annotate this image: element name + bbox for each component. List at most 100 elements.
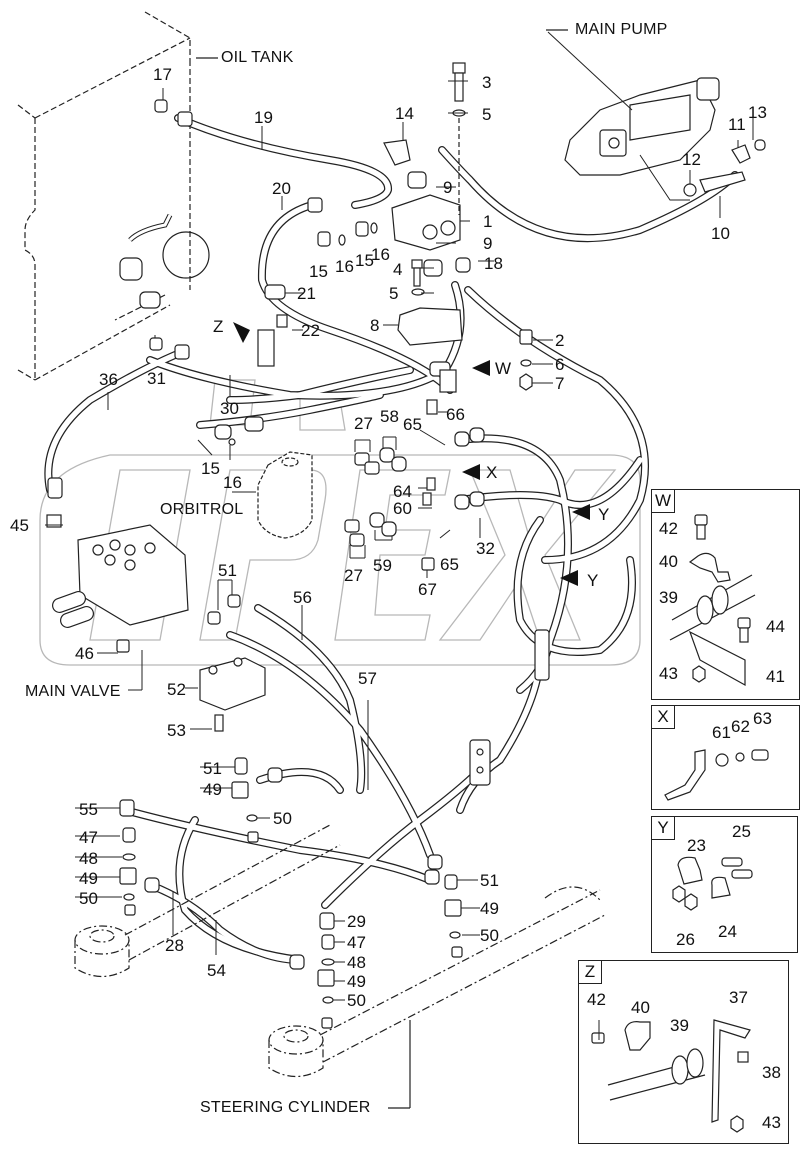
callout-66: 66 — [446, 405, 465, 424]
inset-y-part-25: 25 — [732, 822, 751, 841]
callout-49d: 49 — [347, 972, 366, 991]
callout-58: 58 — [380, 407, 399, 426]
callout-55: 55 — [79, 800, 98, 819]
callout-51a: 51 — [218, 561, 237, 580]
callout-53: 53 — [167, 721, 186, 740]
label-main-pump: MAIN PUMP — [575, 21, 668, 38]
inset-z-part-37: 37 — [729, 988, 748, 1007]
inset-detail-y: Y 25 23 26 24 — [651, 816, 798, 953]
callout-3: 3 — [482, 73, 492, 92]
callout-59: 59 — [373, 556, 392, 575]
callout-64: 64 — [393, 482, 412, 501]
callout-6: 6 — [555, 355, 565, 374]
inset-z-part-39: 39 — [670, 1016, 689, 1035]
callout-9a: 9 — [443, 178, 453, 197]
callout-21: 21 — [297, 284, 316, 303]
inset-z-part-38: 38 — [762, 1063, 781, 1082]
callout-5b: 5 — [389, 284, 399, 303]
view-label-x: X — [486, 463, 498, 482]
callout-5a: 5 — [482, 105, 492, 124]
callout-30: 30 — [220, 399, 239, 418]
arrow-y2-icon — [560, 570, 578, 586]
inset-w-part-39: 39 — [659, 588, 678, 607]
callout-50a: 50 — [273, 809, 292, 828]
inset-z-part-43: 43 — [762, 1113, 781, 1132]
callout-48b: 48 — [347, 953, 366, 972]
arrow-z-icon — [233, 322, 250, 343]
callout-10: 10 — [711, 224, 730, 243]
callout-57: 57 — [358, 669, 377, 688]
callout-18: 18 — [484, 254, 503, 273]
inset-y-part-23: 23 — [687, 836, 706, 855]
main-pump — [564, 77, 720, 176]
callout-28: 28 — [165, 936, 184, 955]
fittings — [47, 99, 766, 1029]
inset-y-part-24: 24 — [718, 922, 737, 941]
inset-z-art — [591, 1019, 751, 1133]
callout-8: 8 — [370, 316, 380, 335]
callout-49b: 49 — [79, 869, 98, 888]
callout-29: 29 — [347, 912, 366, 931]
callout-54: 54 — [207, 961, 226, 980]
inset-w-part-42: 42 — [659, 519, 678, 538]
inset-tag-y: Y — [651, 816, 675, 840]
callout-65a: 65 — [403, 415, 422, 434]
callout-45: 45 — [10, 516, 29, 535]
view-arrows — [233, 322, 590, 586]
inset-detail-w: W 42 40 39 44 43 41 — [651, 489, 800, 700]
bolt-3 — [452, 62, 466, 215]
callout-2: 2 — [555, 331, 565, 350]
callout-4: 4 — [393, 260, 403, 279]
callout-16b: 16 — [371, 245, 390, 264]
view-label-y1: Y — [598, 505, 610, 524]
view-label-z: Z — [213, 317, 224, 336]
callout-50c: 50 — [480, 926, 499, 945]
callout-36: 36 — [99, 370, 118, 389]
callout-14: 14 — [395, 104, 414, 123]
inset-detail-z: Z 42 40 39 37 38 43 — [578, 960, 789, 1144]
callout-16c: 16 — [223, 473, 242, 492]
callout-32: 32 — [476, 539, 495, 558]
callout-48a: 48 — [79, 849, 98, 868]
view-label-y2: Y — [587, 571, 599, 590]
callout-27a: 27 — [354, 414, 373, 433]
label-steering-cylinder: STEERING CYLINDER — [200, 1099, 371, 1116]
callout-49a: 49 — [203, 780, 222, 799]
inset-detail-x: X 61 62 63 — [651, 705, 800, 810]
inset-tag-w: W — [651, 489, 675, 513]
inset-w-part-40: 40 — [659, 552, 678, 571]
callout-1: 1 — [483, 212, 493, 231]
valve-block-52 — [199, 594, 266, 732]
inset-tag-x: X — [651, 705, 675, 729]
callout-15c: 15 — [201, 459, 220, 478]
inset-z-part-40: 40 — [631, 998, 650, 1017]
callout-49c: 49 — [480, 899, 499, 918]
callout-22: 22 — [301, 321, 320, 340]
hose-bracket — [469, 629, 550, 786]
callout-13: 13 — [748, 103, 767, 122]
label-main-valve: MAIN VALVE — [25, 683, 121, 700]
callout-50b: 50 — [79, 889, 98, 908]
inset-w-part-41: 41 — [766, 667, 785, 686]
oil-tank-fittings — [119, 213, 210, 309]
manifold-block — [383, 139, 471, 277]
arrow-x-icon — [462, 464, 480, 480]
inset-x-art — [664, 749, 769, 801]
callout-65b: 65 — [440, 555, 459, 574]
inset-w-art — [669, 514, 756, 687]
callout-52: 52 — [167, 680, 186, 699]
callout-17: 17 — [153, 65, 172, 84]
steering-cylinder — [74, 824, 606, 1078]
plate-8-assembly — [397, 259, 463, 346]
callout-15b: 15 — [355, 251, 374, 270]
callout-67: 67 — [418, 580, 437, 599]
callout-60: 60 — [393, 499, 412, 518]
label-oil-tank: OIL TANK — [221, 49, 294, 66]
callout-15a: 15 — [309, 262, 328, 281]
callout-27b: 27 — [344, 566, 363, 585]
callout-12: 12 — [682, 150, 701, 169]
callout-20: 20 — [272, 179, 291, 198]
inset-y-art — [672, 856, 753, 911]
arrow-y1-icon — [572, 504, 590, 520]
